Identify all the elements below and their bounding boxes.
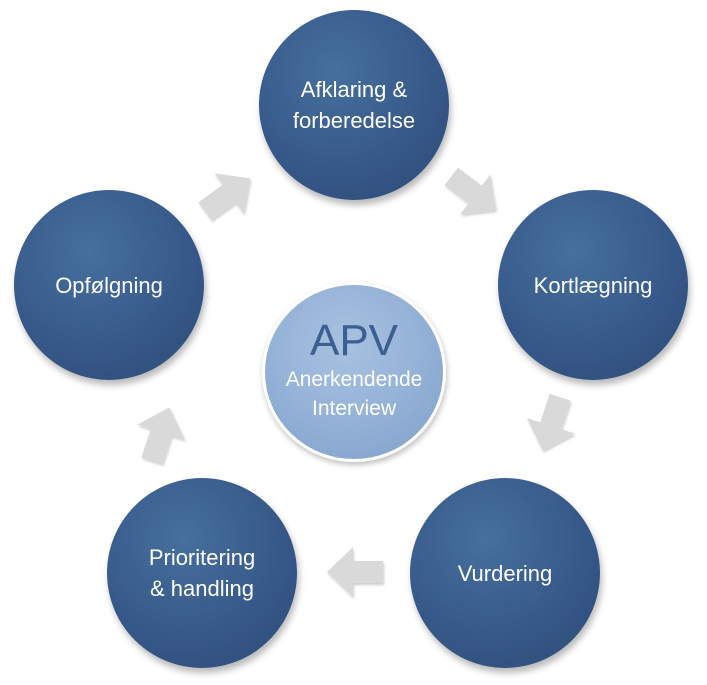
arrow-2-to-3 [526,393,575,451]
step-label: Prioritering & handling [148,545,256,601]
step-label: Kortlægning [533,272,653,298]
center-apv-circle: APV Anerkendende Interview [262,282,446,462]
step-opfoelgning: Opfølgning [14,190,204,380]
step-label: Afklaring & forberedelse [292,77,416,133]
arrow-5-to-1 [198,173,251,221]
step-afklaring-forberedelse: Afklaring & forberedelse [259,10,449,200]
center-title: APV [309,316,399,365]
step-vurdering: Vurdering [410,478,600,668]
arrow-1-to-2 [444,167,496,215]
arrow-4-to-5 [137,407,186,465]
arrow-3-to-4 [327,547,383,597]
step-label: Opfølgning [55,272,163,298]
center-subtitle: Anerkendende Interview [285,368,423,420]
step-prioritering-handling: Prioritering & handling [107,478,297,668]
step-label: Vurdering [457,560,553,586]
step-kortlaegning: Kortlægning [498,190,688,380]
